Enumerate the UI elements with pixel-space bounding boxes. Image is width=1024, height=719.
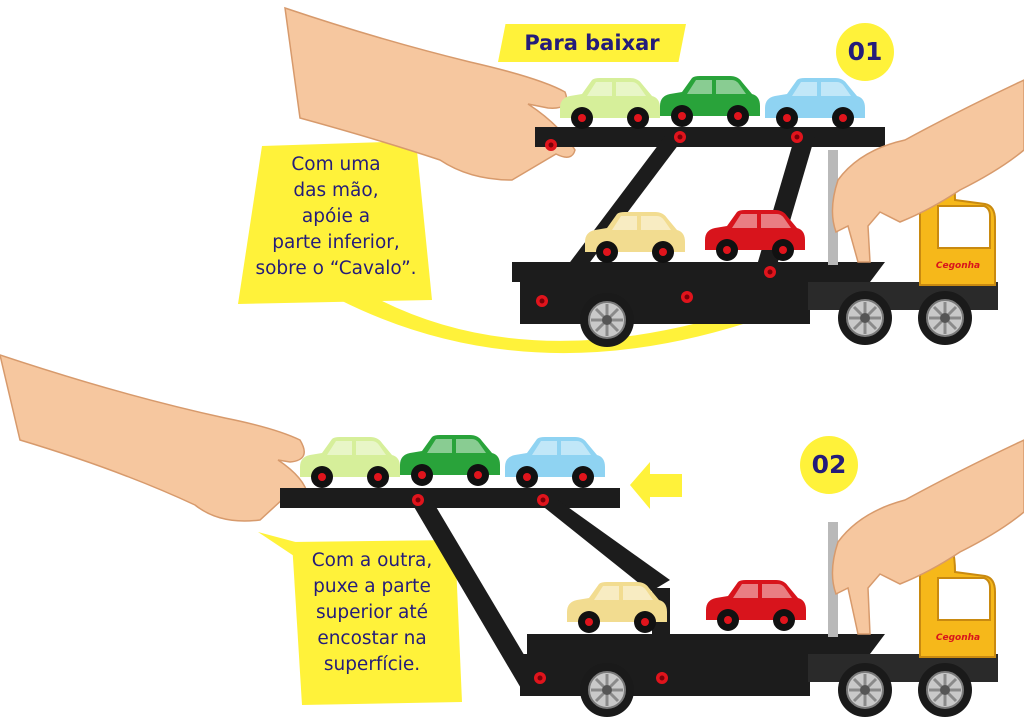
trailer-base-1 — [520, 282, 810, 324]
lower-deck-1 — [512, 262, 885, 282]
step-number-1: 01 — [836, 23, 894, 81]
instruction-line: puxe a parte — [313, 576, 431, 597]
car-light-green-1 — [560, 78, 660, 129]
left-hand-icon — [0, 354, 309, 522]
truck-logo-2: Cegonha — [936, 633, 980, 643]
step-2-instruction: Com a outra, puxe a parte superior até e… — [287, 548, 457, 678]
instruction-line: parte inferior, — [272, 232, 400, 253]
left-hand-icon — [284, 6, 576, 181]
instruction-line: Com uma — [291, 154, 381, 175]
step-1-instruction: Com uma das mão, apóie a parte inferior,… — [238, 152, 434, 282]
car-light-green-2 — [300, 437, 400, 488]
upper-deck-1 — [535, 127, 885, 147]
instruction-line: encostar na — [317, 628, 427, 649]
instruction-line: sobre o “Cavalo”. — [255, 258, 417, 279]
car-green-1 — [660, 76, 760, 127]
wheel-icon — [836, 289, 894, 347]
wheel-icon — [578, 291, 636, 349]
right-hand-icon — [831, 439, 1024, 635]
support-arm-1a — [540, 136, 685, 302]
push-arrow-icon — [630, 462, 682, 509]
step-number-2: 02 — [800, 436, 858, 494]
instruction-line: Com a outra, — [311, 550, 433, 571]
car-blue-2 — [505, 437, 605, 488]
instruction-line: das mão, — [293, 180, 379, 201]
car-red-2 — [706, 580, 806, 631]
callout-bubble-2 — [292, 540, 462, 705]
car-yellow-1 — [585, 212, 685, 263]
callout-pointer-2 — [258, 532, 318, 560]
wheel-icon — [836, 661, 894, 719]
support-arm-2b — [535, 500, 670, 592]
instruction-line: superior até — [315, 602, 428, 623]
upper-deck-2 — [280, 488, 620, 508]
page-title: Para baixar — [498, 24, 686, 62]
wheel-icon — [578, 661, 636, 719]
support-arm-2a — [410, 500, 545, 690]
car-blue-1 — [765, 78, 865, 129]
callout-bubble-1 — [238, 141, 432, 304]
right-hand-icon — [831, 79, 1024, 263]
car-green-2 — [400, 435, 500, 486]
instruction-line: superfície. — [323, 654, 421, 675]
wheel-icon — [916, 661, 974, 719]
lower-deck-2 — [527, 634, 885, 654]
instruction-line: apóie a — [301, 206, 371, 227]
truck-logo-1: Cegonha — [936, 261, 980, 271]
wheel-icon — [916, 289, 974, 347]
callout-pointer-1 — [340, 282, 828, 354]
